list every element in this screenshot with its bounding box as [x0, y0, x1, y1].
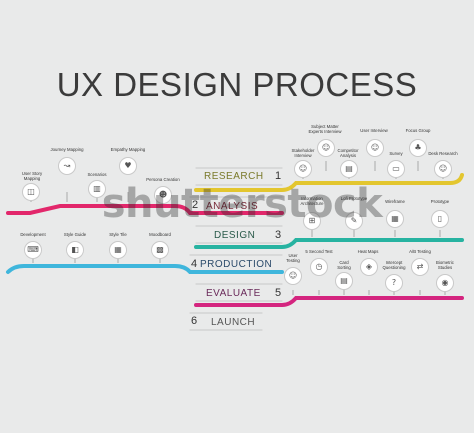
evaluate-line: [194, 296, 464, 307]
sitemap-icon: ⊞: [303, 212, 321, 230]
step-launch-label: LAUNCH: [211, 317, 256, 328]
design-item-label: Information Architecture: [300, 196, 324, 206]
step-launch-number: 6: [191, 315, 198, 327]
research-item-label: User Interview: [360, 128, 388, 133]
research-item-label: Focus Group: [405, 128, 431, 133]
production-line: [6, 264, 284, 274]
design-item-label: Prototype: [430, 199, 450, 204]
step-research-number: 1: [275, 170, 282, 182]
evaluate-item-label: A/B Testing: [409, 249, 431, 254]
research-line: [194, 173, 464, 192]
group-icon: ♣: [409, 139, 427, 157]
clipboard-icon: ▭: [387, 160, 405, 178]
evaluate-item-label: Biometric Studies: [436, 260, 454, 270]
step-analysis-label: ANALYSIS: [206, 201, 259, 212]
ab-icon: ⇄: [411, 258, 429, 276]
analysis-item-label: Empathy Mapping: [110, 147, 146, 152]
design-line: [194, 238, 464, 249]
step-evaluate-label: EVALUATE: [206, 288, 261, 299]
person-icon: ☺: [317, 139, 335, 157]
step-design-label: DESIGN: [214, 230, 256, 241]
person-icon: ☺: [294, 160, 312, 178]
person-icon: ☺: [434, 160, 452, 178]
page-title: UX DESIGN PROCESS: [56, 66, 418, 103]
production-item-label: Moodboard: [149, 232, 171, 237]
evaluate-item-label: 5 Second Test: [305, 249, 333, 254]
analysis-item-label: User Story Mapping: [21, 171, 43, 181]
map-icon: ◫: [22, 183, 40, 201]
palette-icon: ◧: [66, 241, 84, 259]
cards-icon: ▤: [335, 272, 353, 290]
research-item-label: Stakeholder Interview: [291, 148, 315, 158]
heart-icon: ♥: [119, 157, 137, 175]
chart-icon: ▤: [340, 160, 358, 178]
research-item-label: Competitor Analysis: [337, 148, 359, 158]
moodboard-icon: ▩: [151, 241, 169, 259]
research-item-label: Desk Research: [428, 151, 458, 156]
watermark: shutterstock: [101, 181, 383, 227]
step-production-number: 4: [191, 258, 198, 270]
analysis-item-label: Scenarios: [87, 172, 107, 177]
step-analysis-number: 2: [192, 199, 199, 211]
design-item-label: Lofi Prototype: [340, 196, 368, 201]
analysis-item-label: Persona Creation: [146, 177, 180, 182]
journey-icon: ↝: [58, 157, 76, 175]
production-item-label: Style Tile: [109, 232, 127, 237]
sketch-icon: ✎: [345, 212, 363, 230]
person-icon: ☺: [366, 139, 384, 157]
research-item-label: Survey: [389, 151, 403, 156]
evaluate-item-label: User Testing: [286, 253, 300, 263]
analysis-item-label: Journey Mapping: [50, 147, 84, 152]
step-production-label: PRODUCTION: [200, 259, 273, 270]
scenario-icon: ▥: [88, 180, 106, 198]
step-design-number: 3: [275, 229, 282, 241]
step-research-label: RESEARCH: [204, 171, 264, 182]
code-icon: ⌨: [24, 241, 42, 259]
eye-icon: ◉: [436, 274, 454, 292]
analysis-line: [6, 204, 284, 215]
production-item-label: Style Guide: [63, 232, 87, 237]
tiles-icon: ▦: [109, 241, 127, 259]
evaluate-item-label: Heat Maps: [357, 249, 379, 254]
evaluate-item-label: Intercept Questioning: [382, 260, 406, 270]
persona-icon: ☻: [154, 186, 172, 204]
prototype-icon: ▯: [431, 210, 449, 228]
stopwatch-icon: ◷: [310, 258, 328, 276]
user-icon: ☺: [284, 267, 302, 285]
step-evaluate-number: 5: [275, 287, 282, 299]
design-item-label: Wireframe: [385, 199, 405, 204]
heatmap-icon: ◈: [360, 258, 378, 276]
question-icon: ?: [385, 274, 403, 292]
production-item-label: Development: [20, 232, 46, 237]
wireframe-icon: ▦: [386, 210, 404, 228]
evaluate-item-label: Card Sorting: [337, 260, 351, 270]
research-item-label: Subject Matter Experts Interview: [308, 124, 342, 134]
